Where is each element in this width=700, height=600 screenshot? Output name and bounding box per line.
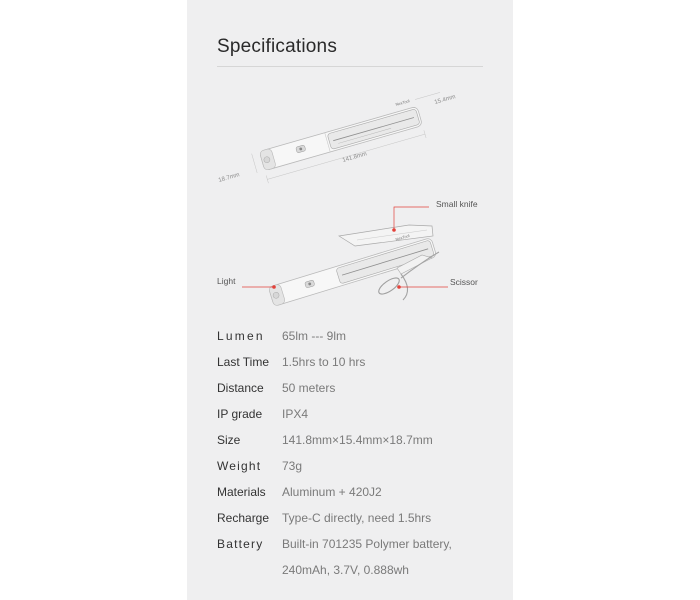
callout-light: Light (217, 276, 236, 286)
knife-callout-line (393, 206, 429, 230)
spec-label: Battery (217, 537, 264, 551)
spec-panel: Specifications NexTool 15.4mm 18.7mm 1 (187, 0, 513, 600)
callout-small-knife: Small knife (436, 199, 478, 209)
tool-features-diagram: NexTool Small knife Light Scissor (217, 199, 478, 306)
brand-label-top: NexTool (395, 98, 410, 107)
dimension-height: 18.7mm (218, 172, 241, 184)
brand-label-bottom: NexTool (395, 233, 410, 242)
spec-value-continuation: 240mAh, 3.7V, 0.888wh (282, 563, 409, 577)
spec-label: Materials (217, 485, 266, 499)
spec-value: 65lm --- 9lm (282, 329, 347, 343)
spec-row-battery: Battery Built-in 701235 Polymer battery,… (217, 537, 487, 583)
spec-row-materials: Materials Aluminum + 420J2 (217, 485, 487, 505)
callout-scissor: Scissor (450, 277, 478, 287)
spec-label: Last Time (217, 355, 270, 369)
spec-value: IPX4 (282, 407, 309, 421)
title-divider (217, 66, 483, 67)
spec-row-recharge: Recharge Type-C directly, need 1.5hrs (217, 511, 487, 531)
spec-value: Built-in 701235 Polymer battery, (282, 537, 452, 551)
page-title: Specifications (217, 36, 338, 57)
spec-value: 141.8mm×15.4mm×18.7mm (282, 433, 433, 447)
spec-row-ip-grade: IP grade IPX4 (217, 407, 487, 427)
light-marker-dot (272, 285, 276, 289)
spec-value: 1.5hrs to 10 hrs (282, 355, 366, 369)
spec-label: Distance (217, 381, 264, 395)
spec-row-lumen: Lumen 65lm --- 9lm (217, 329, 487, 349)
spec-row-last-time: Last Time 1.5hrs to 10 hrs (217, 355, 487, 375)
spec-value: Aluminum + 420J2 (282, 485, 382, 499)
scissor-marker-dot (397, 285, 401, 289)
spec-row-size: Size 141.8mm×15.4mm×18.7mm (217, 433, 487, 453)
dimension-width: 15.4mm (434, 94, 457, 106)
spec-value: 50 meters (282, 381, 336, 395)
spec-label: Recharge (217, 511, 270, 525)
spec-label: Weight (217, 459, 262, 473)
spec-value: 73g (282, 459, 303, 473)
knife-marker-dot (392, 228, 396, 232)
spec-label: Lumen (217, 329, 265, 343)
spec-value: Type-C directly, need 1.5hrs (282, 511, 432, 525)
spec-row-distance: Distance 50 meters (217, 381, 487, 401)
spec-label: Size (217, 433, 241, 447)
tool-dimension-diagram: NexTool 15.4mm 18.7mm 141.8mm (218, 92, 457, 184)
spec-label: IP grade (217, 407, 263, 421)
spec-row-weight: Weight 73g (217, 459, 487, 479)
